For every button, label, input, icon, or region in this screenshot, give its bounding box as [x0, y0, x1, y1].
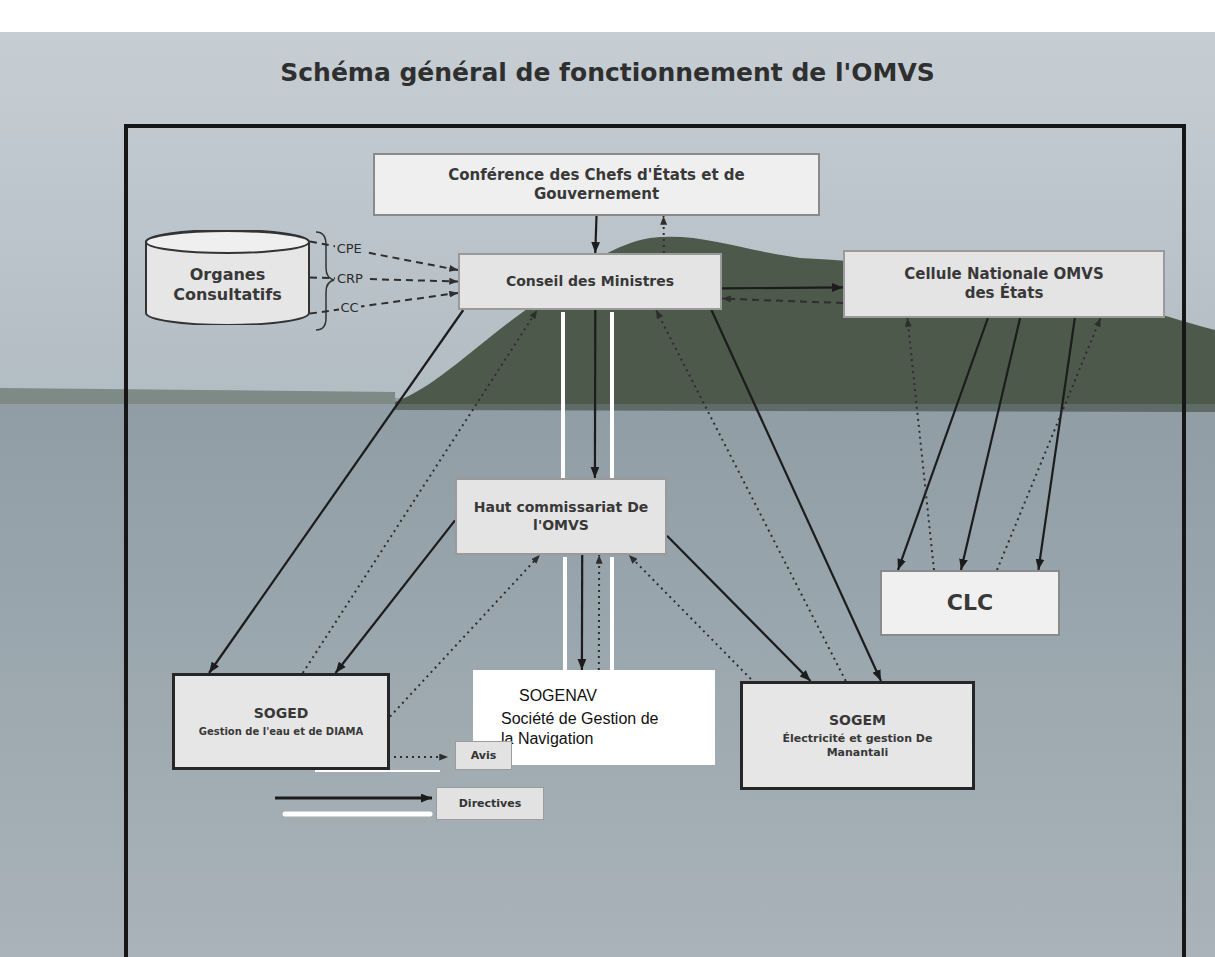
- channel-label: CRP: [335, 271, 365, 287]
- box-title: CLC: [947, 589, 993, 617]
- box-title: Cellule Nationale OMVS des États: [897, 265, 1112, 303]
- box-title: Haut commissariat De l'OMVS: [471, 499, 651, 534]
- company-name: SOGEM: [829, 712, 886, 730]
- directive-arrow: [595, 216, 596, 253]
- advice-arrow: [310, 278, 458, 282]
- legend-text: Directives: [459, 797, 522, 810]
- sky: [0, 32, 1215, 404]
- box-title: Conseil des Ministres: [506, 273, 674, 291]
- company-name: SOGENAV: [501, 686, 597, 706]
- legend-text: Avis: [471, 749, 497, 762]
- directive-arrow: [898, 318, 988, 570]
- legend-sample: [275, 797, 432, 800]
- directive-white-line: [610, 312, 614, 478]
- advice-arrow: [310, 241, 458, 270]
- directive-white-line: [563, 557, 567, 670]
- hill: [395, 237, 1215, 404]
- advice-arrow: [663, 216, 665, 253]
- legend-key: Directives: [436, 787, 544, 820]
- directive-arrow: [209, 310, 463, 673]
- directive-arrow: [336, 520, 456, 673]
- database-cylinder: Organes Consultatifs: [145, 230, 310, 325]
- org-box: CLC: [880, 570, 1060, 636]
- box-title: Conférence des Chefs d'États et de Gouve…: [407, 166, 787, 204]
- org-box: Conférence des Chefs d'États et de Gouve…: [373, 153, 820, 216]
- advice-arrow: [722, 299, 843, 303]
- org-box: Haut commissariat De l'OMVS: [455, 478, 667, 555]
- company-name: SOGED: [254, 705, 309, 723]
- company-role: Gestion de l'eau et de DIAMA: [199, 726, 364, 739]
- company-role: Société de Gestion de la Navigation: [501, 709, 671, 749]
- company-role: Électricité et gestion De Manantali: [773, 732, 943, 760]
- cylinder-top: [146, 231, 309, 253]
- directive-arrow: [1038, 318, 1074, 570]
- brace: [316, 232, 334, 330]
- advice-arrow: [310, 293, 458, 314]
- directive-arrow: [594, 310, 597, 478]
- hill-reflection: [395, 404, 1215, 412]
- channel-label: CPE: [335, 241, 364, 257]
- box-title: Organes Consultatifs: [158, 265, 298, 305]
- advice-arrow: [907, 318, 934, 570]
- directive-arrow: [711, 310, 881, 681]
- directive-white-line: [610, 557, 614, 670]
- legend-sample: [315, 770, 440, 772]
- far-shore: [0, 388, 395, 404]
- channel-label: CC: [339, 300, 361, 316]
- legend-key: Avis: [455, 741, 512, 770]
- org-box: SOGEM Électricité et gestion De Manantali: [740, 681, 975, 790]
- directive-white-line: [561, 312, 565, 478]
- org-box: SOGED Gestion de l'eau et de DIAMA: [172, 673, 390, 770]
- frame: [126, 126, 1184, 957]
- legend-sample: [285, 812, 430, 817]
- advice-arrow: [598, 555, 600, 670]
- advice-arrow: [997, 318, 1101, 570]
- directive-arrow: [961, 318, 1020, 570]
- directive-arrow: [722, 286, 843, 289]
- cylinder-body: [146, 230, 309, 325]
- lake-water: [0, 398, 1215, 957]
- org-box: Conseil des Ministres: [458, 253, 722, 310]
- diagram-title: Schéma général de fonctionnement de l'OM…: [0, 58, 1215, 87]
- org-box: Cellule Nationale OMVS des États: [843, 250, 1165, 318]
- directive-arrow: [581, 555, 583, 670]
- directive-arrow: [667, 536, 811, 681]
- advice-arrow: [656, 310, 846, 681]
